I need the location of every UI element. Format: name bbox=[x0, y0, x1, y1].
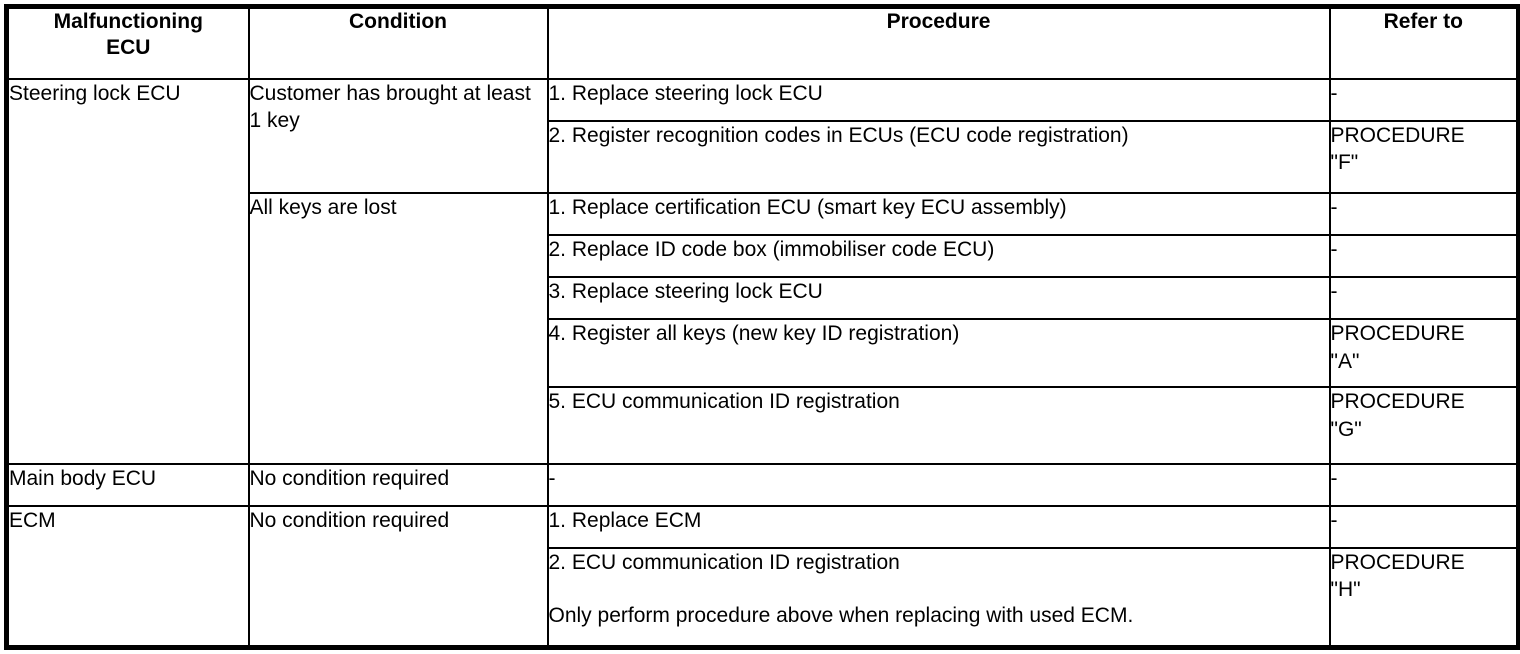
table-row: 2. ECU communication ID registration Onl… bbox=[7, 546, 1520, 649]
header-condition: Condition bbox=[247, 5, 549, 80]
condition-cell-customer-has-key: Customer has brought at least 1 key bbox=[247, 77, 549, 195]
procedure-note: Only perform procedure above when replac… bbox=[548, 604, 1134, 628]
procedure-cell-with-note: 2. ECU communication ID registration Onl… bbox=[546, 546, 1331, 649]
header-refer-to: Refer to bbox=[1328, 5, 1520, 80]
table-row: 4. Register all keys (new key ID registr… bbox=[7, 318, 1520, 389]
table-row: ECM No condition required 1. Replace ECM… bbox=[5, 504, 1520, 649]
table-row: 2. Register recognition codes in ECUs (E… bbox=[7, 120, 1520, 195]
header-malfunctioning-ecu: Malfunctioning ECU bbox=[5, 5, 250, 80]
ecu-cell-ecm: ECM bbox=[5, 504, 250, 649]
refer-to-cell: - bbox=[1328, 77, 1520, 123]
table-row: 3. Replace steering lock ECU - bbox=[7, 276, 1520, 321]
procedure-cell: 1. Replace ECM bbox=[546, 504, 1331, 549]
condition-cell-no-condition-required: No condition required bbox=[247, 462, 549, 507]
procedure-cell: 5. ECU communication ID registration bbox=[546, 386, 1331, 465]
table-body: Steering lock ECU Customer has brought a… bbox=[5, 77, 1520, 649]
refer-to-cell: PROCEDURE "A" bbox=[1328, 318, 1520, 389]
table-row: 2. Replace ID code box (immobiliser code… bbox=[7, 234, 1520, 279]
ecu-procedure-table: Malfunctioning ECU Condition Procedure R… bbox=[4, 4, 1520, 650]
procedure-cell: 2. Register recognition codes in ECUs (E… bbox=[546, 120, 1331, 195]
refer-to-cell: - bbox=[1328, 192, 1520, 237]
table-row: Main body ECU No condition required - - bbox=[5, 462, 1520, 507]
refer-to-cell: - bbox=[1328, 234, 1520, 279]
condition-cell-all-keys-lost: All keys are lost bbox=[247, 192, 549, 465]
table-row: 5. ECU communication ID registration PRO… bbox=[7, 386, 1520, 465]
table-row: Steering lock ECU Customer has brought a… bbox=[5, 77, 1520, 465]
refer-to-cell: PROCEDURE "G" bbox=[1328, 386, 1520, 465]
table-header: Malfunctioning ECU Condition Procedure R… bbox=[5, 5, 1520, 80]
refer-to-cell: - bbox=[1328, 504, 1520, 549]
refer-to-cell: PROCEDURE "H" bbox=[1328, 546, 1520, 649]
ecu-cell-main-body-ecu: Main body ECU bbox=[5, 462, 250, 507]
procedure-cell: 1. Replace steering lock ECU bbox=[546, 77, 1331, 123]
procedure-cell: 3. Replace steering lock ECU bbox=[546, 276, 1331, 321]
procedure-cell: 1. Replace certification ECU (smart key … bbox=[546, 192, 1331, 237]
procedure-cell: 4. Register all keys (new key ID registr… bbox=[546, 318, 1331, 389]
refer-to-cell: - bbox=[1328, 276, 1520, 321]
table-row: All keys are lost 1. Replace certificati… bbox=[7, 192, 1520, 465]
header-row: Malfunctioning ECU Condition Procedure R… bbox=[5, 5, 1520, 80]
procedure-cell: - bbox=[546, 462, 1331, 507]
condition-cell-no-condition-required: No condition required bbox=[247, 504, 549, 649]
procedure-text: 2. ECU communication ID registration bbox=[548, 550, 900, 574]
ecu-cell-steering-lock-ecu: Steering lock ECU bbox=[5, 78, 250, 465]
header-procedure: Procedure bbox=[546, 5, 1331, 80]
refer-to-cell: - bbox=[1328, 462, 1520, 507]
procedure-cell: 2. Replace ID code box (immobiliser code… bbox=[546, 234, 1331, 279]
refer-to-cell: PROCEDURE "F" bbox=[1328, 120, 1520, 195]
